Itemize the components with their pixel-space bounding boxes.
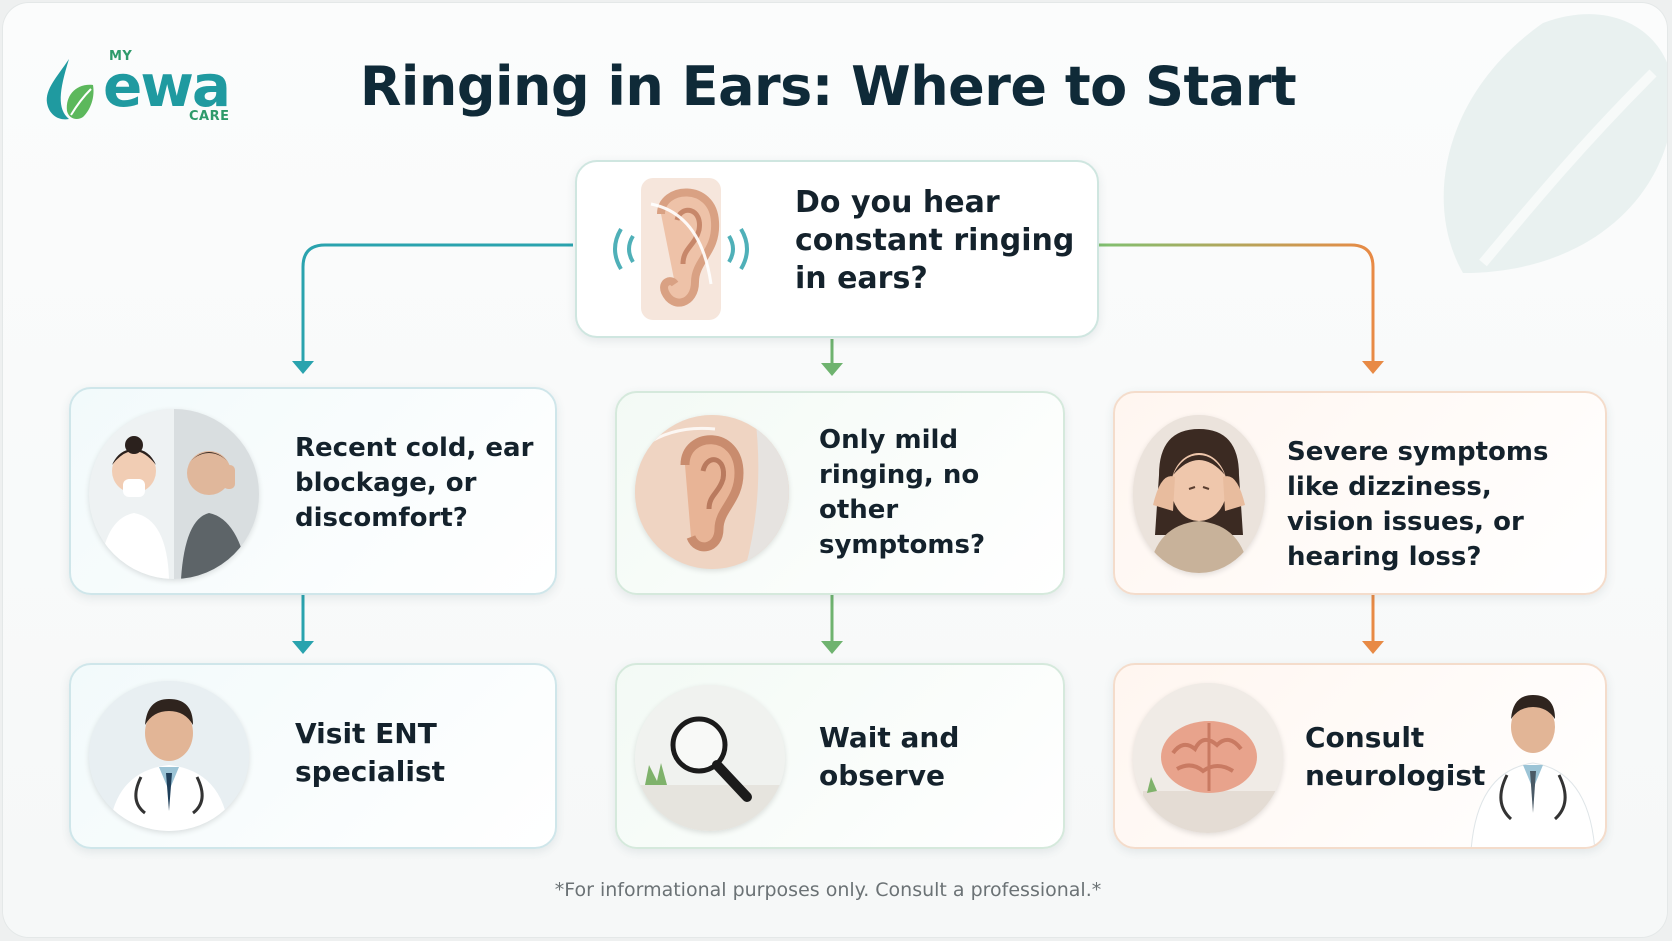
- brand-my: MY: [109, 49, 133, 64]
- branch-2-question-card: Only mild ringing, no other symptoms?: [615, 391, 1065, 595]
- branch-3-question-text: Severe symptoms like dizziness, vision i…: [1287, 437, 1549, 572]
- arrow-center-2: [821, 641, 843, 654]
- brand-care: CARE: [189, 109, 230, 124]
- ear-closeup-icon: [635, 415, 789, 569]
- branch-1-outcome-text: Visit ENT specialist: [295, 717, 446, 788]
- branch-1-outcome-card: Visit ENT specialist: [69, 663, 557, 849]
- sneezing-and-ear-pain-people-icon: [89, 409, 259, 579]
- decorative-leaf-icon: [1443, 14, 1667, 273]
- disclaimer-footer: *For informational purposes only. Consul…: [554, 879, 1102, 901]
- branch-3-question-card: Severe symptoms like dizziness, vision i…: [1113, 391, 1607, 595]
- brand-logo: MY ewa CARE: [43, 47, 243, 127]
- start-question-text: Do you hear constant ringing in ears?: [795, 185, 1075, 296]
- doctor-icon: [89, 681, 249, 831]
- page-title: Ringing in Ears: Where to Start: [359, 55, 1297, 118]
- connector-left: [301, 243, 573, 361]
- infographic-page: MY ewa CARE Ringing in Ears: Where to St…: [3, 3, 1667, 937]
- branch-2-question-text: Only mild ringing, no other symptoms?: [819, 425, 986, 560]
- doctor-icon: [1470, 695, 1596, 847]
- branch-2-outcome-text: Wait and observe: [819, 721, 960, 792]
- branch-3-outcome-card: Consult neurologist: [1113, 663, 1607, 849]
- water-drop-leaf-icon: [46, 59, 94, 120]
- branch-2-outcome-card: Wait and observe: [615, 663, 1065, 849]
- magnifying-glass-icon: [635, 685, 785, 831]
- connector-right: [1098, 243, 1375, 361]
- flow-connectors: [292, 243, 1384, 654]
- arrow-center-1: [821, 363, 843, 376]
- ear-sound-icon: [613, 178, 749, 320]
- branch-1-question-text: Recent cold, ear blockage, or discomfort…: [295, 433, 534, 533]
- arrow-right-1: [1362, 361, 1384, 374]
- brain-icon: [1133, 683, 1283, 833]
- start-question-card: Do you hear constant ringing in ears?: [575, 160, 1099, 338]
- woman-headache-icon: [1133, 415, 1265, 573]
- branch-3-outcome-text: Consult neurologist: [1305, 721, 1486, 792]
- arrow-left-2: [292, 641, 314, 654]
- arrow-right-2: [1362, 641, 1384, 654]
- arrow-left-1: [292, 361, 314, 374]
- brand-name: ewa: [103, 52, 231, 120]
- branch-1-question-card: Recent cold, ear blockage, or discomfort…: [69, 387, 557, 595]
